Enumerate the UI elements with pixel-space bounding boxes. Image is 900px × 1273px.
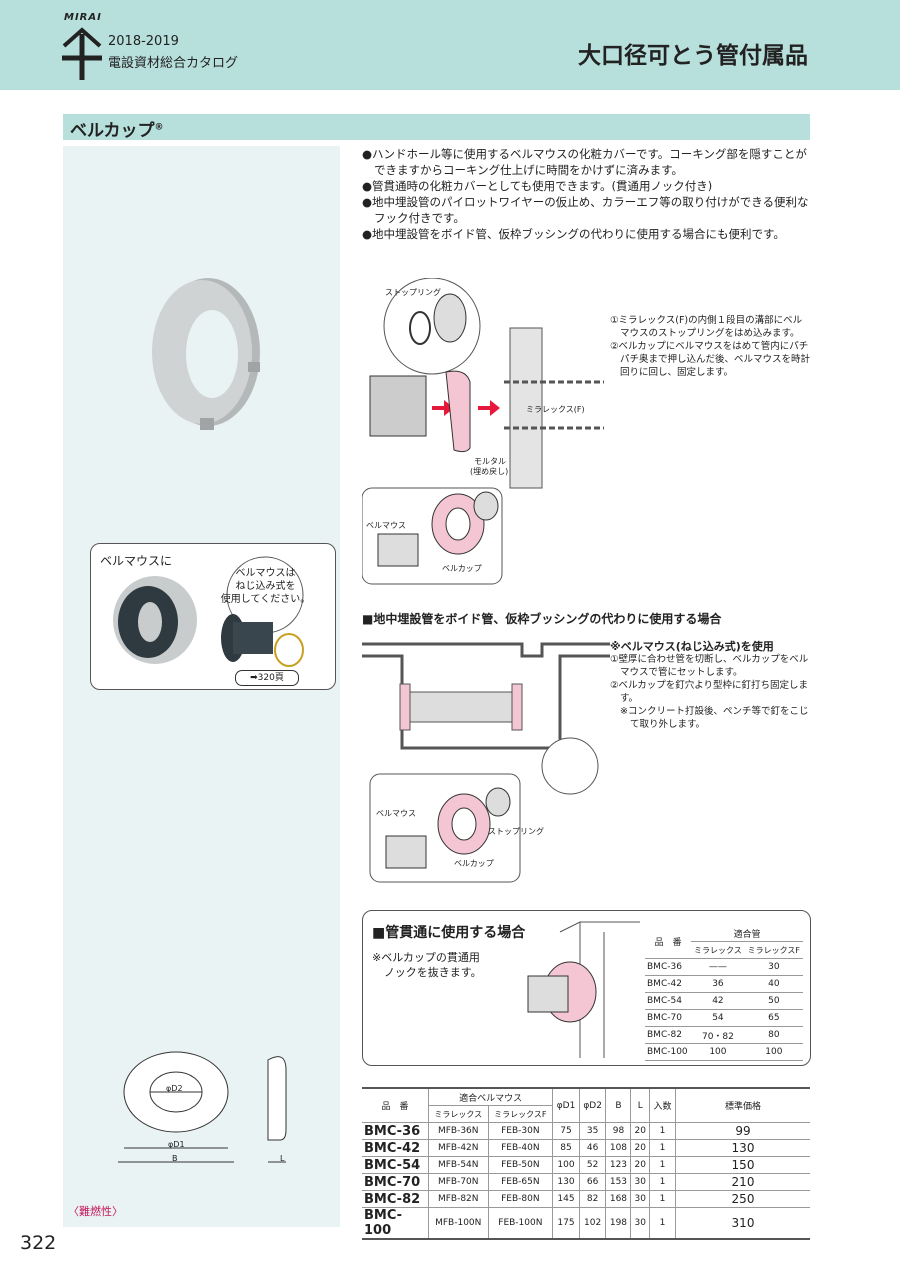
dim-l-label: L	[280, 1154, 285, 1163]
table-header: ミラレックスF	[744, 941, 803, 959]
dim-d2-label: φD2	[166, 1084, 183, 1093]
table-header: 適合ベルマウス	[427, 1087, 554, 1106]
brand-logo-icon	[62, 27, 102, 80]
callout-title: ベルマウスに	[100, 554, 173, 568]
table-header: φD2	[578, 1087, 607, 1123]
underground-note: ②ベルカップを釘穴より型枠に釘打ち固定します。	[610, 680, 809, 704]
arrow-icon	[432, 400, 454, 416]
arrow-right-icon: ➡	[250, 673, 258, 683]
bellcup-photo	[152, 278, 260, 430]
underground-note: ①壁厚に合わせ管を切断し、ベルカップをベルマウスで管にセットします。	[610, 654, 809, 678]
penetration-note: ※ベルカップの貫通用ノックを抜きます。	[372, 951, 482, 979]
arrow-icon	[478, 400, 500, 416]
callout-bubble-text: ベルマウスはねじ込み式を使用してください。	[220, 568, 311, 605]
brand-logo-text: MIRAI	[64, 12, 102, 23]
penetration-heading: ■管貫通に使用する場合	[372, 925, 526, 941]
feature-item: 地中埋設管のパイロットワイヤーの仮止め、カラーエフ等の取り付けができる便利なフッ…	[362, 194, 812, 226]
section-bar	[63, 114, 810, 140]
install-note: ②ベルカップにベルマウスをはめて管内にパチパチ奥まで押し込んだ後、ベルマウスを時…	[610, 341, 811, 378]
label-bellmouth: ベルマウス	[376, 809, 416, 818]
page-header	[0, 0, 900, 90]
product-table: 品 番 適合ベルマウス φD1 φD2 B L 入数 標準価格 ミラレックス ミ…	[362, 1087, 810, 1240]
page-number: 322	[20, 1232, 57, 1254]
table-header: ミラレックスF	[487, 1105, 553, 1123]
table-row: BMC-36——30	[645, 958, 803, 976]
page-ref-link[interactable]: ➡320頁	[235, 670, 299, 686]
underground-notes: ※ベルマウス(ねじ込み式)を使用 ①壁厚に合わせ管を切断し、ベルカップをベルマウ…	[610, 640, 810, 731]
flame-retardant-label: 〈難燃性〉	[68, 1205, 123, 1218]
catalog-year: 2018-2019	[108, 34, 179, 49]
penetration-table: 品 番 適合管 ミラレックス ミラレックスF BMC-36——30 BMC-42…	[645, 925, 803, 1061]
page-title: 大口径可とう管付属品	[578, 43, 808, 69]
feature-item: 地中埋設管をボイド管、仮枠ブッシングの代わりに使用する場合にも便利です。	[362, 226, 812, 242]
section-title: ベルカップ®	[70, 121, 164, 141]
underground-heading: ■地中埋設管をボイド管、仮枠ブッシングの代わりに使用する場合	[362, 612, 722, 626]
label-mirarex: ミラレックス(F)	[526, 405, 585, 414]
feature-item: ハンドホール等に使用するベルマウスの化粧カバーです。コーキング部を隠すことができ…	[362, 146, 812, 178]
table-header: B	[605, 1087, 632, 1123]
label-stopring: ストップリング	[488, 827, 544, 836]
table-header: 標準価格	[675, 1087, 810, 1123]
install-note: ①ミラレックス(F)の内側１段目の溝部にベルマウスのストップリングをはめ込みます…	[610, 315, 803, 339]
dim-d1-label: φD1	[168, 1140, 185, 1149]
install-notes: ①ミラレックス(F)の内側１段目の溝部にベルマウスのストップリングをはめ込みます…	[610, 314, 810, 379]
penetration-diagram	[527, 921, 640, 1058]
label-bellcup: ベルカップ	[454, 859, 494, 868]
bellmouth-photo	[113, 576, 197, 664]
table-header: 品 番	[362, 1087, 429, 1123]
installation-diagram	[362, 278, 604, 585]
table-header: ミラレックス	[691, 941, 745, 959]
feature-list: ハンドホール等に使用するベルマウスの化粧カバーです。コーキング部を隠すことができ…	[362, 146, 812, 242]
table-header: 入数	[649, 1087, 676, 1123]
table-header: φD1	[552, 1087, 580, 1123]
underground-diagram	[362, 642, 610, 883]
table-header: 品 番	[645, 925, 692, 959]
catalog-name: 電設資材総合カタログ	[108, 56, 239, 71]
table-header: 適合管	[691, 925, 803, 942]
underground-note-head: ※ベルマウス(ねじ込み式)を使用	[610, 640, 774, 653]
label-bellcup: ベルカップ	[442, 564, 482, 573]
registered-mark: ®	[154, 122, 164, 133]
underground-note: ※コンクリート打設後、ペンチ等で釘をこじて取り外します。	[620, 706, 809, 730]
feature-item: 管貫通時の化粧カバーとしても使用できます。(貫通用ノック付き)	[362, 178, 812, 194]
dimension-drawing	[118, 1051, 287, 1163]
label-bellmouth: ベルマウス	[366, 521, 406, 530]
screw-bellmouth-photo	[221, 614, 304, 667]
table-header: ミラレックス	[428, 1105, 489, 1123]
table-header: L	[630, 1087, 650, 1123]
label-mortar-sub: (埋め戻し)	[470, 467, 509, 476]
label-mortar: モルタル	[474, 457, 506, 466]
dim-b-label: B	[172, 1154, 178, 1163]
label-stopring: ストップリング	[385, 288, 441, 297]
